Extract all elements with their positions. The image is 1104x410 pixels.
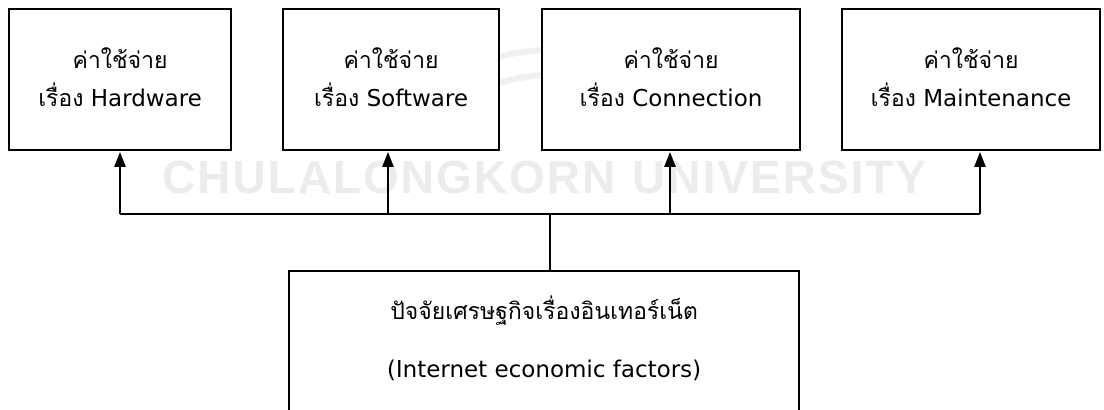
hardware-cost-label-line2: เรื่อง Hardware (38, 85, 202, 112)
connection-cost-label-line1: ค่าใช้จ่าย (623, 47, 719, 74)
software-cost-label-line2: เรื่อง Software (314, 85, 468, 112)
maintenance-cost-label-line1: ค่าใช้จ่าย (923, 47, 1019, 74)
root-title-thai: ปัจจัยเศรษฐกิจเรื่องอินเทอร์เน็ต (390, 299, 698, 325)
arrowhead-maintenance (974, 152, 986, 167)
software-cost-label-line1: ค่าใช้จ่าย (343, 47, 439, 74)
root-title-english: (Internet economic factors) (386, 357, 702, 383)
software-cost-box: ค่าใช้จ่าย เรื่อง Software (282, 8, 500, 151)
connection-cost-label-line2: เรื่อง Connection (579, 85, 763, 112)
maintenance-cost-label-line2: เรื่อง Maintenance (870, 85, 1072, 112)
arrowhead-hardware (114, 152, 126, 167)
hardware-cost-box: ค่าใช้จ่าย เรื่อง Hardware (8, 8, 232, 151)
maintenance-cost-box: ค่าใช้จ่าย เรื่อง Maintenance (841, 8, 1101, 151)
arrowhead-software (382, 152, 394, 167)
arrowhead-connection (664, 152, 676, 167)
connection-cost-box: ค่าใช้จ่าย เรื่อง Connection (541, 8, 801, 151)
hardware-cost-label-line1: ค่าใช้จ่าย (72, 47, 168, 74)
internet-economic-factors-box: ปัจจัยเศรษฐกิจเรื่องอินเทอร์เน็ต (Intern… (288, 270, 800, 410)
